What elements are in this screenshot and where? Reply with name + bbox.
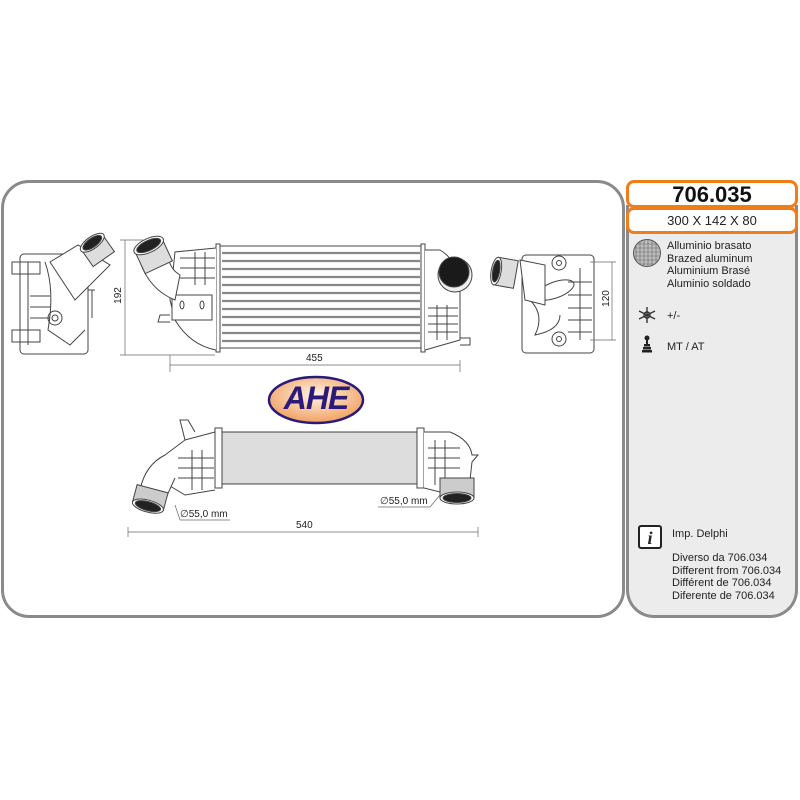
notes-line-en: Different from 706.034 [672,564,782,577]
notes-text: Diverso da 706.034 Different from 706.03… [672,552,781,602]
part-number: 706.035 [672,182,752,207]
material-text: Alluminio brasato Brazed aluminum Alumin… [667,240,753,290]
snowflake-icon [638,307,656,323]
dimensions-box: 300 X 142 X 80 [626,207,798,234]
info-panel [626,205,798,618]
notes-line-fr: Différent de 706.034 [672,577,772,589]
gear-shift-icon [642,335,652,353]
notes-title: Imp. Delphi [672,528,728,540]
material-line-fr: Aluminium Brasé [667,265,751,277]
part-number-box: 706.035 [626,180,798,208]
notes-line-it: Diverso da 706.034 [672,552,768,564]
inlet-diameter-left: ∅55,0 mm [180,509,228,520]
notes-line-es: Diferente de 706.034 [672,589,775,602]
climate-value: +/- [667,310,681,322]
brazed-aluminum-icon [633,239,661,267]
dim-core-width-label: 455 [306,353,323,364]
ahe-logo [267,375,365,425]
info-icon: i [638,525,662,549]
material-line-en: Brazed aluminum [667,252,753,265]
ahe-logo-text: AHE [283,380,350,416]
dim-total-length-label: 540 [296,520,313,531]
product-dimensions: 300 X 142 X 80 [667,213,757,228]
transmission-value: MT / AT [667,341,705,353]
material-line-es: Aluminio soldado [667,277,751,290]
material-line-it: Alluminio brasato [667,240,752,252]
inlet-diameter-right: ∅55,0 mm [380,496,428,507]
svg-text:i: i [647,528,652,548]
